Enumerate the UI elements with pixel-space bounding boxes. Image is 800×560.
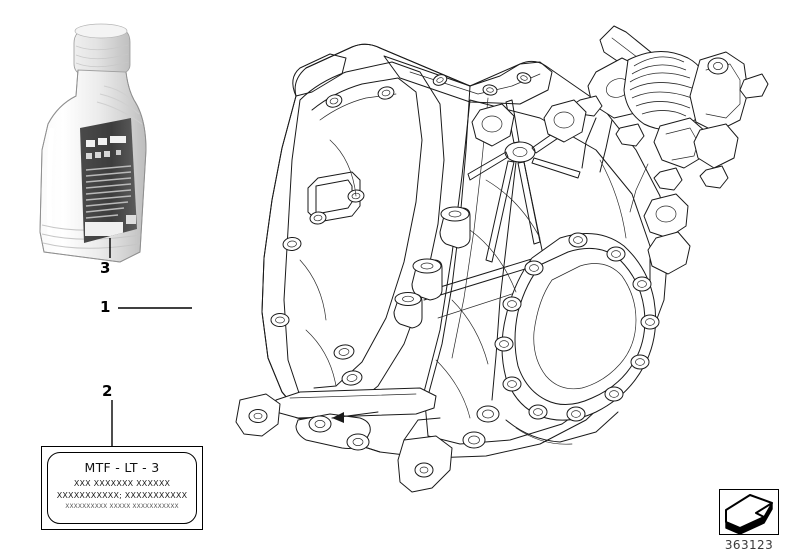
callout-number-3[interactable]: 3 xyxy=(100,259,111,277)
callout-number-2[interactable]: 2 xyxy=(102,382,113,400)
callout-number-1[interactable]: 1 xyxy=(100,298,111,316)
diagram-number: 363123 xyxy=(724,538,774,552)
diagram-id-box xyxy=(719,489,779,535)
label-title: MTF - LT - 3 xyxy=(84,460,160,475)
selector-linkage xyxy=(275,387,437,451)
bottle-cap xyxy=(73,23,131,79)
label-text-line-1: XXX XXXXXXX XXXXXX xyxy=(73,479,171,488)
shift-mechanism xyxy=(573,25,769,213)
3d-arrow-icon xyxy=(725,494,773,534)
part-label-inner-border: MTF - LT - 3 XXX XXXXXXX XXXXXX XXXXXXXX… xyxy=(47,452,197,524)
bottle-label xyxy=(80,118,137,243)
label-text-line-3: XXXXXXXXXX XXXXX XXXXXXXXXXX xyxy=(65,503,179,510)
differential-cover xyxy=(494,232,660,422)
part-label: MTF - LT - 3 XXX XXXXXXX XXXXXX XXXXXXXX… xyxy=(41,446,203,530)
label-text-line-2: XXXXXXXXXXX; XXXXXXXXXXX xyxy=(56,491,188,500)
